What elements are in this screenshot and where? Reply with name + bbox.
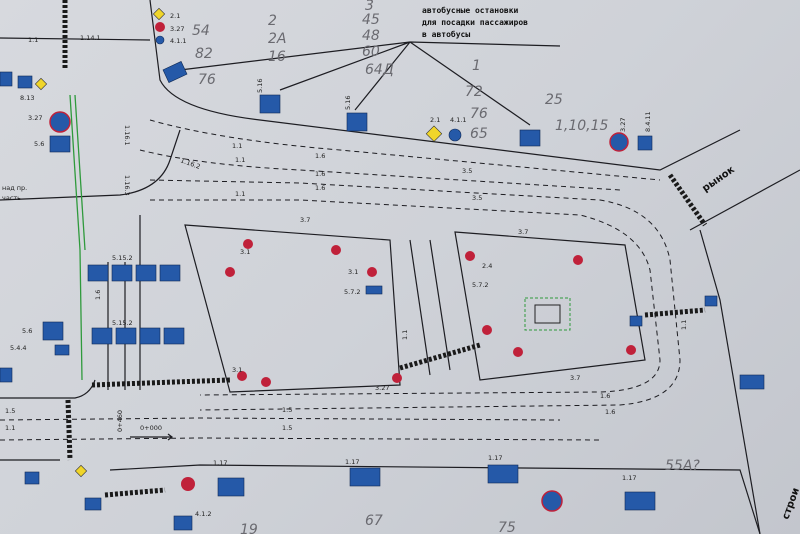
sign-code: 2.1 bbox=[430, 116, 440, 124]
lane-mark: 3.7 bbox=[300, 216, 310, 224]
lane-mark: 1.1 bbox=[235, 156, 245, 164]
lane-mark: 1.5 bbox=[282, 424, 292, 432]
route-note: 76 bbox=[198, 72, 216, 88]
sign-code: 1.17 bbox=[622, 474, 636, 482]
lane-mark: 1.6 bbox=[315, 184, 325, 192]
route-note: 2 bbox=[268, 13, 277, 29]
legend-line-3: в автобусы bbox=[422, 29, 470, 39]
sign-codes: 2.1 3.27 4.1.1 3.27 5.6 5.6 2.1 4.1.1 5.… bbox=[10, 12, 652, 518]
route-note: 67 bbox=[365, 513, 383, 529]
legend-line-2: для посадки пассажиров bbox=[422, 18, 528, 27]
route-note: 54 bbox=[192, 23, 210, 39]
legend-title: автобусные остановки для посадки пассажи… bbox=[179, 5, 561, 126]
lane-mark: 1.6 bbox=[605, 408, 615, 416]
lane-mark: 1.14.1 bbox=[80, 34, 101, 42]
route-note: 16 bbox=[268, 49, 286, 65]
route-note: 76 bbox=[470, 106, 488, 122]
sign-code: 3.1 bbox=[348, 268, 358, 276]
sign-code: 5.16 bbox=[344, 96, 352, 110]
legend-line-1: автобусные остановки bbox=[422, 5, 519, 15]
sign-code: 4.1.2 bbox=[195, 510, 212, 518]
lane-mark: 1.6 bbox=[94, 290, 102, 300]
sign-code: 5.16 bbox=[256, 79, 264, 93]
road-signs bbox=[0, 7, 765, 531]
lane-mark: 1.1 bbox=[680, 320, 688, 330]
sign-code: 1.17 bbox=[213, 459, 227, 467]
lane-mark: 5.15.2 bbox=[112, 254, 133, 262]
sign-code: 1.17 bbox=[488, 454, 502, 462]
sign-code: 2.4 bbox=[482, 262, 492, 270]
route-note: 45 bbox=[362, 12, 380, 28]
route-note: 1,10,15 bbox=[555, 118, 609, 134]
sign-code: 4.1.1 bbox=[170, 37, 187, 45]
route-note: 19 bbox=[240, 522, 258, 534]
sign-code: 2.1 bbox=[170, 12, 180, 20]
route-note: 72 bbox=[465, 84, 483, 100]
sign-code: 5.6 bbox=[22, 327, 32, 335]
street-label-left2: часть bbox=[2, 194, 21, 202]
sign-code: 3.27 bbox=[619, 118, 627, 132]
chainage-000: 0+000 bbox=[140, 424, 162, 432]
lane-mark: 5.15.2 bbox=[112, 319, 133, 327]
lane-mark: 1.1 bbox=[235, 190, 245, 198]
sign-code: 3.1 bbox=[240, 248, 250, 256]
route-note: 25 bbox=[545, 92, 563, 108]
sign-code: 5.6 bbox=[34, 140, 44, 148]
crosswalks bbox=[62, 0, 708, 498]
lane-mark: 3.7 bbox=[570, 374, 580, 382]
lane-mark: 1.1 bbox=[28, 36, 38, 44]
lane-mark: 1.1 bbox=[401, 330, 409, 340]
sign-code: 5.4.4 bbox=[10, 344, 27, 352]
sign-code: 8.13 bbox=[20, 94, 34, 102]
lane-mark: 1.5 bbox=[282, 406, 292, 414]
street-label-left: над пр. bbox=[2, 184, 27, 192]
route-note: 1 bbox=[472, 58, 481, 74]
lane-mark: 3.5 bbox=[462, 167, 472, 175]
lane-mark: 1.6 bbox=[315, 170, 325, 178]
sign-code: 5.7.2 bbox=[344, 288, 361, 296]
lane-mark: 3.5 bbox=[472, 194, 482, 202]
street-label-construction: строи bbox=[780, 486, 800, 521]
lane-mark: 1.16.1 bbox=[123, 125, 131, 146]
sign-code: 1.17 bbox=[345, 458, 359, 466]
route-note: 64Д bbox=[365, 62, 394, 78]
lane-mark: 1.6 bbox=[315, 152, 325, 160]
route-note: 3 bbox=[365, 0, 374, 14]
sign-code: 3.27 bbox=[375, 384, 389, 392]
lane-mark: 1.16.2 bbox=[179, 156, 201, 171]
street-label-market: рынок bbox=[700, 164, 737, 194]
lane-mark: 1.6 bbox=[600, 392, 610, 400]
lane-mark: 1.1 bbox=[232, 142, 242, 150]
sign-code: 3.27 bbox=[28, 114, 42, 122]
lane-mark: 1.16.3 bbox=[123, 175, 131, 196]
sign-code: 3.27 bbox=[170, 25, 184, 33]
chainage-460: 0+460 bbox=[116, 410, 124, 432]
route-note: 65 bbox=[470, 126, 488, 142]
sign-code: 4.1.1 bbox=[450, 116, 467, 124]
route-note: 48 bbox=[362, 28, 380, 44]
handwritten-routes: 54 82 76 2 2А 16 3 45 48 60 64Д 1 72 76 … bbox=[192, 0, 700, 534]
sign-code: 5.7.2 bbox=[472, 281, 489, 289]
parking-markings bbox=[87, 264, 185, 345]
lane-mark: 3.7 bbox=[518, 228, 528, 236]
lane-mark: 1.1 bbox=[5, 424, 15, 432]
sign-code: 8.4.11 bbox=[644, 111, 652, 132]
route-note: 75 bbox=[498, 520, 516, 534]
lane-mark: 1.5 bbox=[5, 407, 15, 415]
route-note: 60 bbox=[362, 44, 380, 60]
sign-code: 3.1 bbox=[232, 366, 242, 374]
route-note: 55А? bbox=[665, 458, 700, 474]
route-note: 82 bbox=[195, 46, 213, 62]
route-note: 2А bbox=[268, 31, 286, 47]
